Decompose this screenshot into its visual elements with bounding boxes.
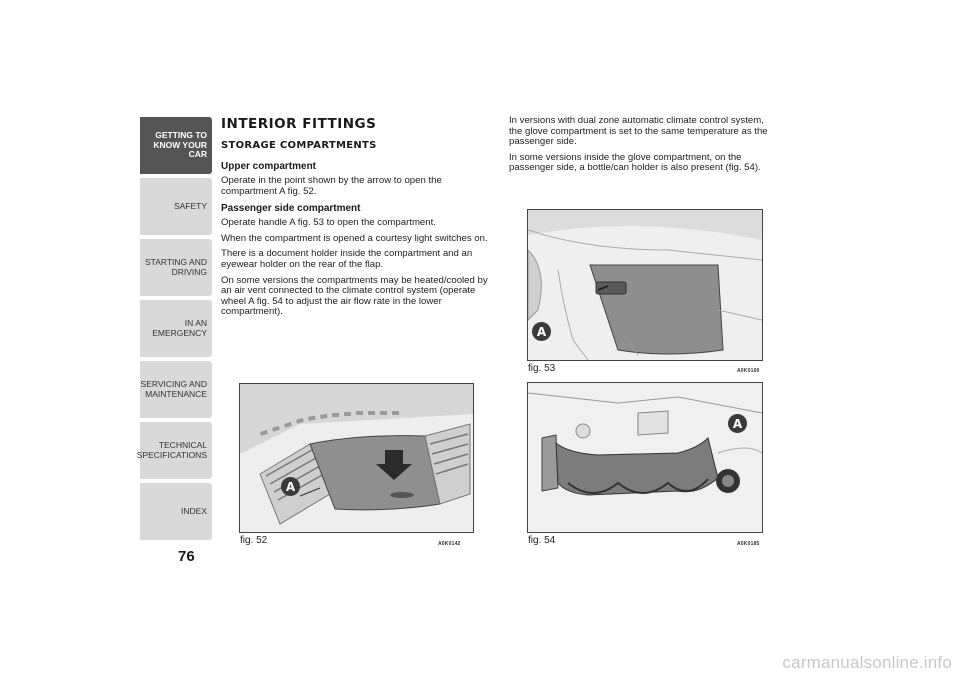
tab-technical-specifications[interactable]: TECHNICAL SPECIFICATIONS xyxy=(137,422,212,479)
upper-compartment-text: Operate in the point shown by the arrow … xyxy=(221,175,442,197)
callout-a: A xyxy=(532,322,551,341)
passenger-compartment-title: Passenger side compartment xyxy=(221,203,361,215)
figure-53-label: fig. 53 xyxy=(528,363,556,374)
glove-compartment-illustration xyxy=(528,210,762,360)
section-heading: INTERIOR FITTINGS xyxy=(221,116,377,132)
tab-index[interactable]: INDEX xyxy=(140,483,212,540)
upper-compartment-title: Upper compartment xyxy=(221,161,317,172)
upper-compartment-illustration xyxy=(240,384,473,532)
paragraph: Operate handle A fig. 53 to open the com… xyxy=(221,217,436,229)
figure-54-code: A0K0185 xyxy=(737,541,760,547)
bottle-holder-illustration xyxy=(528,383,762,532)
figure-52-image: A xyxy=(239,383,474,533)
figure-53-image: A xyxy=(527,209,763,361)
tab-in-an-emergency[interactable]: IN AN EMERGENCY xyxy=(140,300,212,357)
callout-a: A xyxy=(281,477,300,496)
callout-a: A xyxy=(728,414,747,433)
figure-52-code: A0K0142 xyxy=(438,541,461,547)
page-number: 76 xyxy=(178,548,195,565)
figure-52-label: fig. 52 xyxy=(240,535,268,546)
figure-54-image: A xyxy=(527,382,763,533)
tab-getting-to-know-your-car[interactable]: GETTING TO KNOW YOUR CAR xyxy=(140,117,212,174)
figure-54-label: fig. 54 xyxy=(528,535,556,546)
tab-servicing-and-maintenance[interactable]: SERVICING AND MAINTENANCE xyxy=(140,361,212,418)
tab-safety[interactable]: SAFETY xyxy=(140,178,212,235)
paragraph: On some versions the compartments may be… xyxy=(221,274,488,318)
left-column: INTERIOR FITTINGS STORAGE COMPARTMENTS U… xyxy=(221,116,491,323)
chapter-sidebar: GETTING TO KNOW YOUR CAR SAFETY STARTING… xyxy=(137,117,212,544)
right-column: In versions with dual zone automatic cli… xyxy=(509,115,779,179)
tab-starting-and-driving[interactable]: STARTING AND DRIVING xyxy=(140,239,212,296)
paragraph: There is a document holder inside the co… xyxy=(221,248,473,270)
figure-53-code: A0K0100 xyxy=(737,368,760,374)
subsection-heading: STORAGE COMPARTMENTS xyxy=(221,140,377,151)
watermark-text: carmanualsonline.info xyxy=(782,653,952,672)
paragraph: In versions with dual zone automatic cli… xyxy=(509,115,768,148)
paragraph: When the compartment is opened a courtes… xyxy=(221,232,488,244)
paragraph: In some versions inside the glove compar… xyxy=(509,151,761,174)
